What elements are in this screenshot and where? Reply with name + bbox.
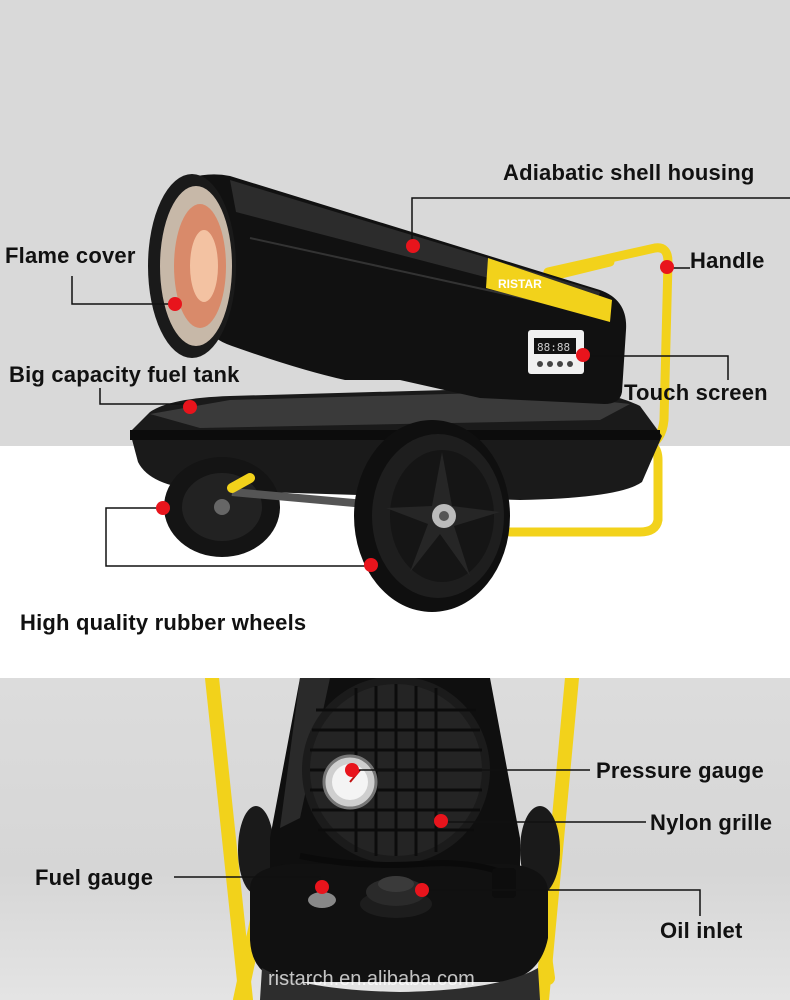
bottom-callout-markers	[315, 763, 448, 897]
front-wheel	[354, 420, 510, 612]
marker-oil-inlet	[415, 883, 429, 897]
top-product-panel: RISTAR 88:88 Adi	[0, 0, 790, 672]
label-touch-screen: Touch screen	[624, 380, 768, 405]
marker-flame-cover	[168, 297, 182, 311]
brand-badge: RISTAR	[498, 277, 542, 291]
marker-nylon-grille	[434, 814, 448, 828]
marker-fuel-gauge	[315, 880, 329, 894]
marker-touch-screen	[576, 348, 590, 362]
label-oil-inlet: Oil inlet	[660, 918, 743, 943]
callout-markers	[156, 239, 674, 572]
rear-wheel	[164, 457, 280, 557]
power-plug	[492, 868, 516, 898]
heater-side-illustration: RISTAR 88:88	[71, 174, 790, 612]
label-fuel-gauge: Fuel gauge	[35, 865, 154, 890]
nameplate: RISTAR	[486, 258, 612, 322]
panel-divider	[0, 672, 790, 678]
oil-inlet-cap	[360, 876, 432, 918]
label-adiabatic-shell-housing: Adiabatic shell housing	[503, 160, 755, 185]
leader-lines	[71, 197, 790, 567]
label-big-capacity-fuel-tank: Big capacity fuel tank	[9, 362, 240, 387]
heater-rear-illustration	[174, 678, 701, 1000]
marker-fuel-tank	[183, 400, 197, 414]
marker-pressure-gauge	[345, 763, 359, 777]
marker-rear-wheel	[156, 501, 170, 515]
marker-handle	[660, 260, 674, 274]
label-pressure-gauge: Pressure gauge	[596, 758, 764, 783]
label-flame-cover: Flame cover	[5, 243, 136, 268]
flame-cover	[148, 174, 236, 358]
label-nylon-grille: Nylon grille	[650, 810, 773, 835]
label-high-quality-rubber-wheels: High quality rubber wheels	[20, 610, 307, 635]
label-handle: Handle	[690, 248, 765, 273]
bottom-product-panel: Pressure gauge Nylon grille Fuel gauge O…	[0, 678, 790, 1000]
power-cord	[299, 853, 508, 877]
display-readout: 88:88	[537, 341, 570, 354]
marker-adiabatic-shell	[406, 239, 420, 253]
marker-front-wheel	[364, 558, 378, 572]
fuel-gauge-window	[308, 892, 336, 908]
control-display: 88:88	[528, 330, 584, 374]
axle-bracket	[227, 473, 255, 493]
pressure-gauge-dial	[322, 754, 378, 810]
watermark: ristarch.en.alibaba.com	[268, 968, 475, 990]
